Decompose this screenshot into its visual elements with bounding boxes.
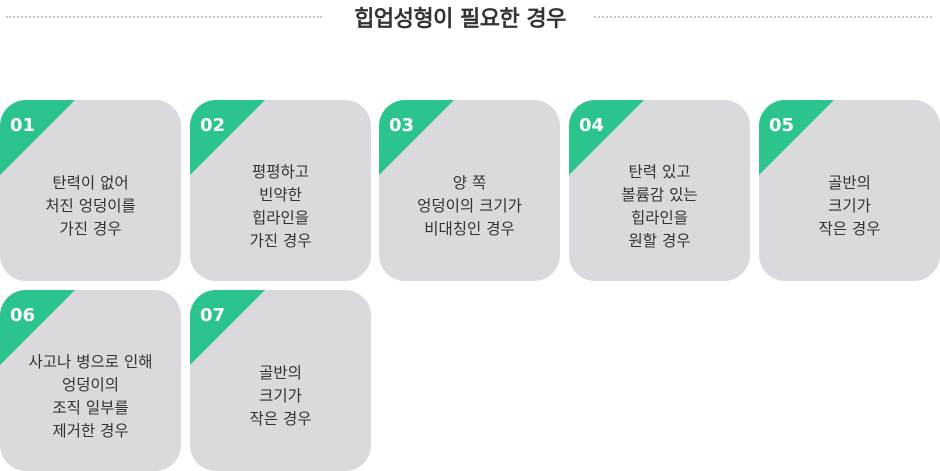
case-description-line: 엉덩이의 크기가	[417, 197, 522, 215]
case-description-line: 제거한 경우	[52, 421, 129, 440]
case-description: 골반의 크기가 작은 경우	[198, 340, 363, 453]
case-description-line: 처진 엉덩이를	[45, 197, 136, 215]
case-description-line: 원할 경우	[628, 231, 691, 250]
case-description-line: 조직 일부를	[52, 398, 129, 417]
case-description-line: 힙라인을	[630, 208, 689, 227]
card-corner-badge	[0, 290, 75, 365]
case-number: 02	[200, 115, 226, 136]
case-description-line: 볼륨감 있는	[621, 185, 698, 204]
case-description-line: 양 쪽	[452, 174, 487, 192]
case-number: 07	[200, 305, 226, 326]
case-description-line: 가진 경우	[59, 220, 122, 238]
section-header: 힙업성형이 필요한 경우	[0, 0, 940, 34]
section-title: 힙업성형이 필요한 경우	[354, 7, 566, 32]
title-divider-right	[594, 16, 932, 18]
case-description-line: 탄력이 없어	[52, 174, 129, 192]
case-description-line: 크기가	[259, 387, 302, 405]
card-corner-badge	[759, 100, 834, 175]
case-card-06: 06 사고나 병으로 인해 엉덩이의 조직 일부를 제거한 경우	[0, 290, 181, 471]
case-card-03: 03 양 쪽 엉덩이의 크기가 비대칭인 경우	[379, 100, 560, 281]
card-corner-badge	[190, 290, 265, 365]
case-description-line: 작은 경우	[818, 220, 881, 238]
case-description: 골반의 크기가 작은 경우	[767, 150, 932, 263]
case-number: 03	[389, 115, 415, 136]
case-description-line: 가진 경우	[249, 231, 312, 250]
case-number: 05	[769, 115, 795, 136]
case-description-line: 사고나 병으로 인해	[28, 352, 153, 371]
case-description-line: 골반의	[259, 364, 302, 382]
card-corner-badge	[190, 100, 265, 175]
card-corner-badge	[0, 100, 75, 175]
case-description-line: 엉덩이의	[61, 375, 120, 394]
case-card-07: 07 골반의 크기가 작은 경우	[190, 290, 371, 471]
case-description-line: 작은 경우	[249, 410, 312, 428]
case-description: 사고나 병으로 인해 엉덩이의 조직 일부를 제거한 경우	[8, 340, 173, 453]
case-number: 04	[579, 115, 605, 136]
case-description-line: 평평하고	[251, 162, 310, 181]
card-corner-badge	[379, 100, 454, 175]
case-description: 양 쪽 엉덩이의 크기가 비대칭인 경우	[387, 150, 552, 263]
case-description-line: 크기가	[828, 197, 871, 215]
card-corner-badge	[569, 100, 644, 175]
title-divider-left	[6, 16, 322, 18]
case-description-line: 골반의	[828, 174, 871, 192]
case-card-01: 01 탄력이 없어 처진 엉덩이를 가진 경우	[0, 100, 181, 281]
case-description-line: 비대칭인 경우	[424, 220, 515, 238]
case-description: 탄력 있고 볼륨감 있는 힙라인을 원할 경우	[577, 150, 742, 263]
case-description-line: 힙라인을	[251, 208, 310, 227]
case-description: 평평하고 빈약한 힙라인을 가진 경우	[198, 150, 363, 263]
case-card-04: 04 탄력 있고 볼륨감 있는 힙라인을 원할 경우	[569, 100, 750, 281]
case-card-05: 05 골반의 크기가 작은 경우	[759, 100, 940, 281]
case-description-line: 탄력 있고	[628, 162, 691, 181]
case-number: 01	[10, 115, 36, 136]
case-card-02: 02 평평하고 빈약한 힙라인을 가진 경우	[190, 100, 371, 281]
case-description-line: 빈약한	[259, 185, 302, 204]
case-number: 06	[10, 305, 36, 326]
case-description: 탄력이 없어 처진 엉덩이를 가진 경우	[8, 150, 173, 263]
